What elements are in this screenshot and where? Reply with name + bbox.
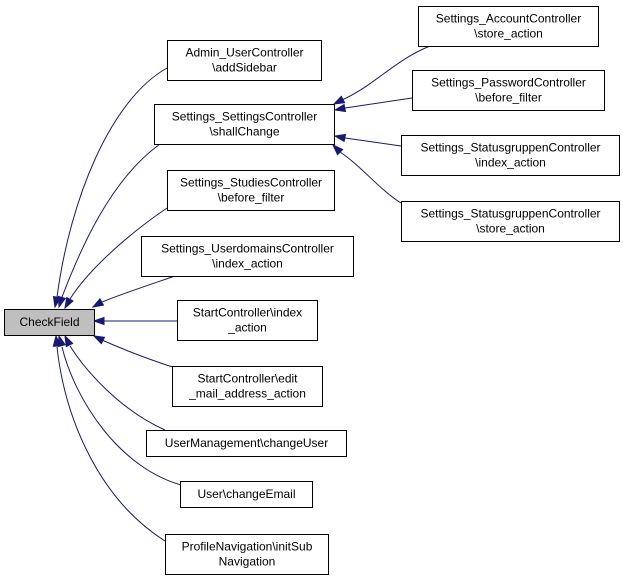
- arrow-head-icon: [91, 298, 105, 308]
- node-label-line: User\changeEmail: [197, 487, 295, 501]
- edge-usermanagement_change-to-checkfield: [64, 334, 166, 431]
- node-box: [167, 40, 322, 81]
- node-label-line: Admin_UserController: [185, 46, 303, 60]
- edge-settings_settings-to-checkfield: [57, 143, 161, 309]
- node-settings-studies[interactable]: Settings_StudiesController\before_filter: [167, 170, 335, 211]
- node-label-line: \index_action: [475, 156, 546, 170]
- arrow-head-icon: [64, 334, 74, 348]
- node-start-edit-mail[interactable]: StartController\edit_mail_address_action: [172, 366, 323, 407]
- node-label-line: Settings_AccountController: [436, 12, 581, 26]
- node-label-line: _mail_address_action: [188, 387, 306, 401]
- node-label-line: Settings_UserdomainsController: [161, 242, 334, 256]
- node-box: [165, 534, 329, 575]
- node-label-line: \addSidebar: [212, 61, 277, 75]
- root-node-box: [4, 309, 95, 336]
- node-label-line: ProfileNavigation\initSub: [182, 540, 313, 554]
- node-admin-user[interactable]: Admin_UserController\addSidebar: [167, 40, 322, 81]
- node-label-line: StartController\index: [193, 306, 302, 320]
- edge-profilenav-to-checkfield: [52, 334, 166, 542]
- node-box: [177, 300, 318, 341]
- node-box: [418, 6, 599, 47]
- edge-line: [341, 45, 431, 101]
- edge-line: [101, 339, 183, 371]
- arrow-head-icon: [332, 95, 346, 105]
- arrow-head-icon: [92, 335, 106, 345]
- edge-start_index-to-checkfield: [92, 316, 177, 326]
- node-label-line: \store_action: [476, 222, 545, 236]
- node-label-line: StartController\edit: [197, 372, 298, 386]
- edge-settings_studies-to-checkfield: [64, 207, 168, 310]
- arrow-head-icon: [333, 133, 347, 143]
- edge-line: [61, 143, 161, 298]
- node-start-index[interactable]: StartController\index_action: [177, 300, 318, 341]
- node-box: [172, 366, 323, 407]
- node-label-line: Settings_StatusgruppenController: [420, 141, 600, 155]
- node-box: [180, 481, 313, 508]
- node-settings-settings[interactable]: Settings_SettingsController\shallChange: [154, 104, 335, 145]
- edge-line: [61, 346, 186, 487]
- node-checkfield[interactable]: CheckField: [4, 309, 95, 336]
- edge-line: [339, 151, 402, 204]
- node-box: [146, 430, 347, 457]
- arrow-head-icon: [92, 316, 105, 326]
- edge-settings_userdomains-to-checkfield: [91, 275, 176, 308]
- node-box: [167, 170, 335, 211]
- node-label-line: Settings_PasswordController: [431, 76, 586, 90]
- node-settings-account[interactable]: Settings_AccountController\store_action: [418, 6, 599, 47]
- nodes-layer: CheckField Admin_UserController\addSideba…: [4, 6, 620, 575]
- edge-line: [69, 345, 166, 431]
- edges-layer: [52, 45, 431, 542]
- edge-user_changeemail-to-checkfield: [57, 334, 186, 487]
- node-settings-userdomains[interactable]: Settings_UserdomainsController\index_act…: [141, 236, 354, 277]
- edge-settings_status_index-to-settings_settings: [333, 133, 402, 147]
- node-settings-status-store[interactable]: Settings_StatusgruppenController\store_a…: [401, 201, 620, 242]
- node-box: [412, 70, 605, 111]
- arrow-head-icon: [331, 143, 344, 156]
- edge-line: [56, 67, 168, 298]
- node-settings-status-index[interactable]: Settings_StatusgruppenController\index_a…: [401, 135, 620, 176]
- node-label-line: Settings_SettingsController: [172, 110, 317, 124]
- edge-start_edit_mail-to-checkfield: [92, 335, 183, 371]
- node-box: [141, 236, 354, 277]
- node-label-line: \before_filter: [218, 191, 285, 205]
- arrow-head-icon: [52, 334, 62, 347]
- node-label-line: Settings_StudiesController: [180, 176, 322, 190]
- edge-line: [56, 346, 166, 542]
- edge-line: [69, 207, 168, 300]
- edge-line: [344, 137, 402, 147]
- edge-settings_status_store-to-settings_settings: [331, 143, 402, 204]
- node-label-line: Navigation: [219, 555, 276, 569]
- node-label-line: \shallChange: [209, 125, 279, 139]
- arrow-head-icon: [57, 295, 67, 309]
- node-label-line: Settings_StatusgruppenController: [420, 207, 600, 221]
- node-label-line: CheckField: [19, 315, 79, 329]
- node-label-line: \before_filter: [475, 91, 542, 105]
- node-box: [401, 201, 620, 242]
- arrow-head-icon: [333, 103, 347, 113]
- node-label-line: _action: [227, 321, 267, 335]
- node-usermanagement-change[interactable]: UserManagement\changeUser: [146, 430, 347, 457]
- node-box: [154, 104, 335, 145]
- node-box: [401, 135, 620, 176]
- edge-settings_password-to-settings_settings: [333, 97, 413, 113]
- node-label-line: \index_action: [212, 257, 283, 271]
- node-label-line: \store_action: [474, 27, 543, 41]
- edge-line: [99, 275, 176, 304]
- edge-line: [344, 97, 413, 109]
- edge-settings_account-to-settings_settings: [332, 45, 431, 105]
- node-user-changeemail[interactable]: User\changeEmail: [180, 481, 313, 508]
- node-settings-password[interactable]: Settings_PasswordController\before_filte…: [412, 70, 605, 111]
- arrow-head-icon: [64, 296, 74, 310]
- node-label-line: UserManagement\changeUser: [165, 436, 328, 450]
